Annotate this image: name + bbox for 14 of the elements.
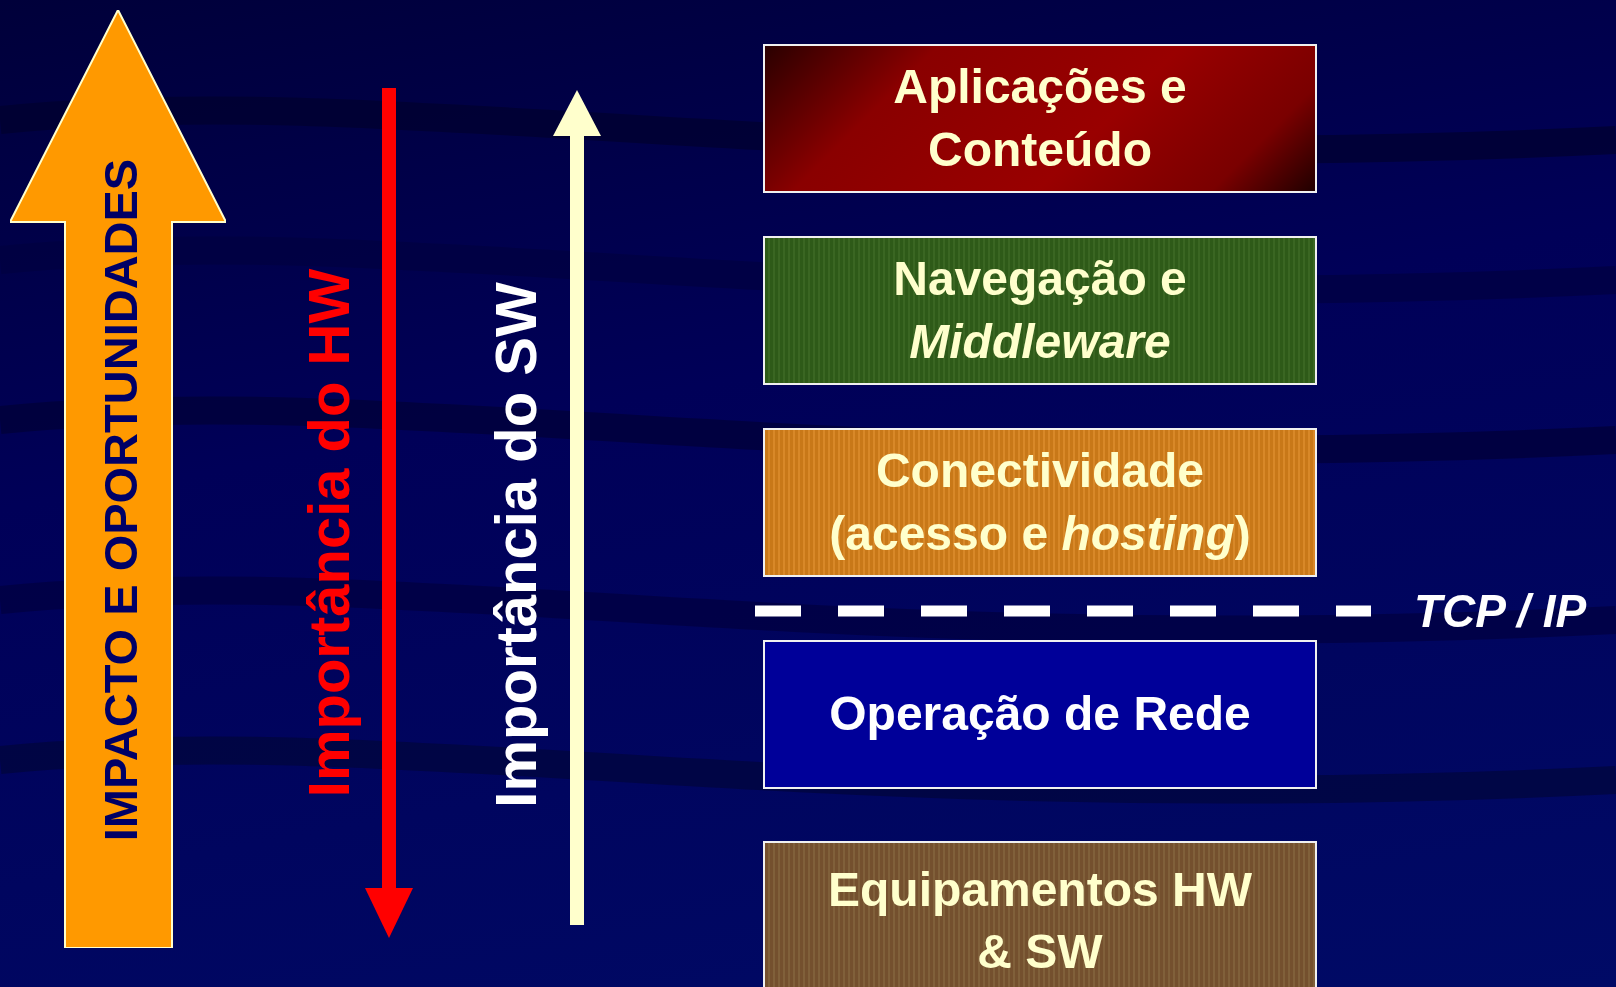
arrow-label: IMPACTO E OPORTUNIDADES — [92, 158, 148, 842]
layer-label: Equipamentos HW & SW — [827, 861, 1253, 980]
layer-box — [763, 841, 1317, 987]
divider-label: TCP / IP — [1414, 584, 1587, 638]
layer-box — [763, 640, 1317, 789]
arrow-label: Importância do SW — [481, 282, 549, 808]
layer-label: Aplicações e Conteúdo — [892, 59, 1188, 178]
layer-label: Operação de Rede — [828, 686, 1252, 743]
layer-label: Navegação e Middleware — [892, 251, 1188, 370]
arrow-label: Importância do HW — [294, 268, 362, 798]
layer-box — [763, 44, 1317, 193]
layer-box — [763, 236, 1317, 385]
layer-label: Conectividade (acesso e hosting) — [828, 443, 1252, 562]
layer-box — [763, 428, 1317, 577]
